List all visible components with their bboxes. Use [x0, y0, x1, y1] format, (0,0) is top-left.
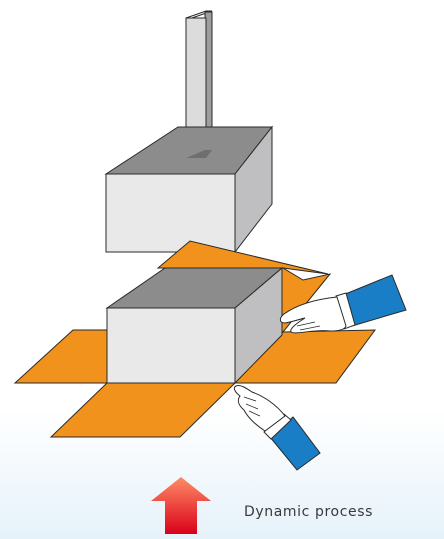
carton-flap-front: [49, 382, 237, 438]
product-box: [105, 266, 284, 385]
press-column: [185, 10, 213, 160]
caption-label: Dynamic process: [244, 504, 373, 520]
press-block: [104, 125, 274, 254]
carton-flap-left: [13, 329, 108, 384]
hand-right-lower: [233, 385, 321, 471]
hand-right-upper: [279, 274, 407, 334]
up-arrow-icon: [151, 477, 211, 534]
